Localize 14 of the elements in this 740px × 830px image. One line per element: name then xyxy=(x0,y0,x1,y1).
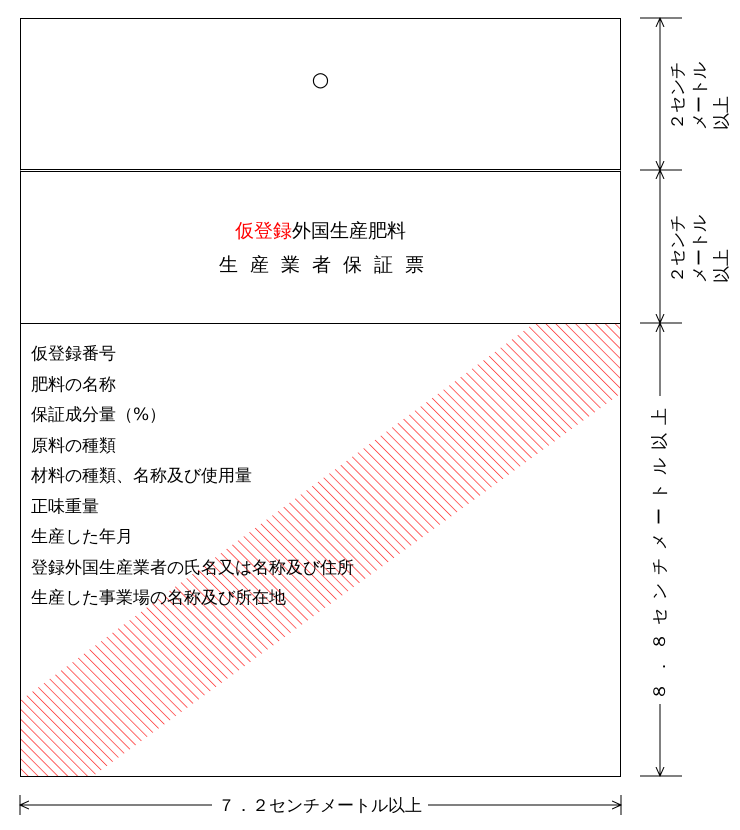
circle-mark: ○ xyxy=(310,67,330,91)
field-label: 肥料の名称 xyxy=(31,374,116,396)
dimension-text: ２センチメートル以上 xyxy=(667,214,733,283)
field-label: 原料の種類 xyxy=(31,434,116,456)
subtitle-text: 生産業者保証票 xyxy=(219,253,436,278)
highlighted-title-text: 仮登録 xyxy=(235,220,292,242)
field-label: 材料の種類、名称及び使用量 xyxy=(31,465,252,487)
title-text: 外国生産肥料 xyxy=(292,220,406,242)
top-section xyxy=(20,18,621,170)
field-label: 保証成分量（%） xyxy=(31,404,166,426)
dimension-text: ２センチメートル以上 xyxy=(667,61,733,130)
field-label: 仮登録番号 xyxy=(31,343,116,365)
field-label: 正味重量 xyxy=(31,496,99,518)
field-label: 生産した年月 xyxy=(31,526,133,548)
